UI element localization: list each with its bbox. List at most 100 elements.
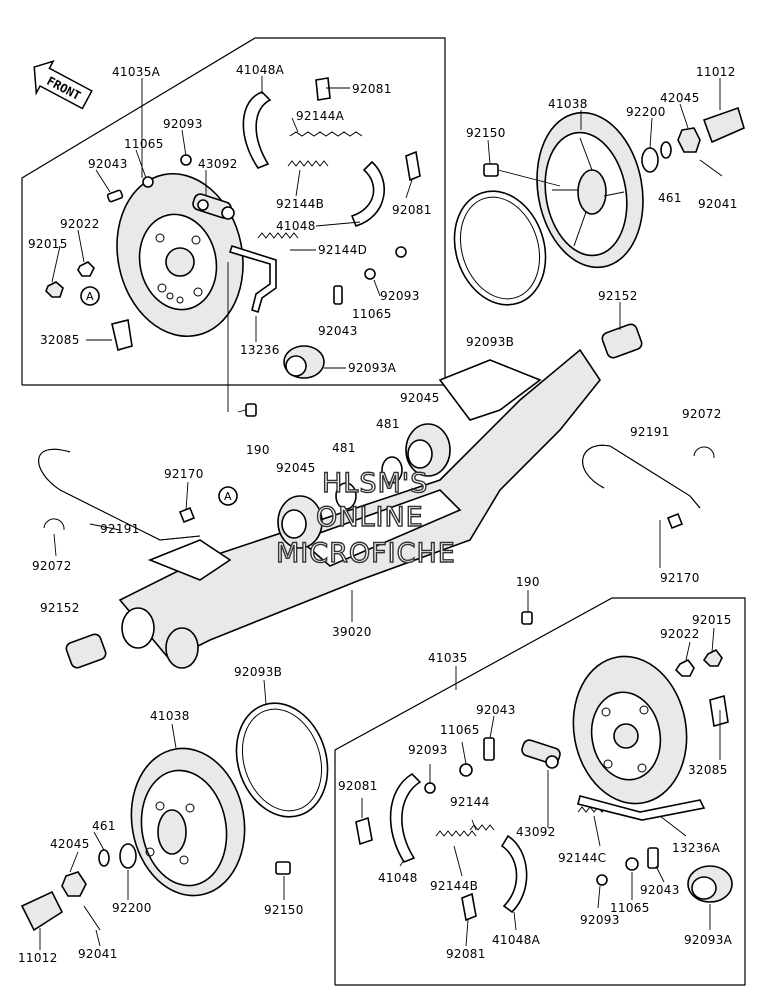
cup-92093-mid xyxy=(395,246,407,258)
label-92043-top: 92043 xyxy=(88,157,128,171)
label-92191-right: 92191 xyxy=(630,425,670,439)
spring-92144D xyxy=(257,232,299,239)
cap-11012-bottom xyxy=(20,890,64,932)
assembly-box-41035A xyxy=(21,37,446,386)
label-92022-top: 92022 xyxy=(60,217,100,231)
label-92200-top: 92200 xyxy=(626,105,666,119)
label-92150-bottom: 92150 xyxy=(264,903,304,917)
label-92081-top1: 92081 xyxy=(352,82,392,96)
nut-42045-bottom xyxy=(61,871,87,897)
washer-92200-bottom xyxy=(119,843,137,869)
nut-92015-top xyxy=(45,281,64,298)
washer-11065-bot2 xyxy=(625,857,639,871)
label-190-top: 190 xyxy=(246,443,270,457)
label-92022-bottom: 92022 xyxy=(660,627,700,641)
label-92043-bot2: 92043 xyxy=(640,883,680,897)
brake-drum-41038-top xyxy=(536,111,644,269)
wheel-cylinder-bottom xyxy=(521,739,561,769)
label-92144D: 92144D xyxy=(318,243,367,257)
label-41038-bottom: 41038 xyxy=(150,709,190,723)
label-42045-top: 42045 xyxy=(660,91,700,105)
label-41048-bottom: 41048 xyxy=(378,871,418,885)
backing-plate-bottom xyxy=(572,655,688,805)
label-92152-left: 92152 xyxy=(40,601,80,615)
bolt-190-bottom xyxy=(521,611,533,625)
pin-92043-mid xyxy=(333,285,343,305)
bushing-92152-right xyxy=(601,323,643,359)
seal-92093A-bottom xyxy=(687,865,733,903)
label-92041-top: 92041 xyxy=(698,197,738,211)
nut-92015-bottom xyxy=(702,648,723,667)
callout-a-top-letter: A xyxy=(86,290,94,303)
label-41048-top: 41048 xyxy=(276,219,316,233)
washer-92200-top xyxy=(641,147,659,173)
label-92045-right: 92045 xyxy=(400,391,440,405)
bolt-190-top xyxy=(245,403,257,417)
nut-42045-top xyxy=(677,127,701,153)
washer-11065-mid xyxy=(364,268,376,280)
callout-a-mid: A xyxy=(218,486,238,506)
axle-housing-39020 xyxy=(118,348,601,669)
seal-481-left xyxy=(335,482,357,510)
label-92081-bot2: 92081 xyxy=(446,947,486,961)
cup-92093-bot1 xyxy=(424,782,436,794)
clip-92081-top2 xyxy=(405,150,421,182)
pin-92043-bot2 xyxy=(647,847,659,869)
watermark-line2: ONLINE xyxy=(316,502,424,533)
spring-92144B-top xyxy=(287,160,329,167)
pin-92041-top xyxy=(699,159,723,177)
washer-461-top xyxy=(660,141,672,159)
label-41048A-bottom: 41048A xyxy=(492,933,541,947)
bolt-92150-bottom xyxy=(275,861,291,875)
label-92093B-bottom: 92093B xyxy=(234,665,282,679)
cup-92093-top xyxy=(180,154,192,166)
spring-92144B-bottom xyxy=(435,830,477,837)
brake-shoe-41048-top xyxy=(350,160,386,227)
callout-a-top: A xyxy=(80,286,100,306)
label-92041-bottom: 92041 xyxy=(78,947,118,961)
wheel-cylinder-top xyxy=(192,193,235,220)
brake-shoe-41048A-top xyxy=(242,91,272,169)
label-39020: 39020 xyxy=(332,625,372,639)
washer-11065-top xyxy=(142,176,154,188)
brake-drum-41038-bottom xyxy=(130,747,246,897)
label-11065-top: 11065 xyxy=(124,137,164,151)
label-13236: 13236 xyxy=(240,343,280,357)
label-11065-mid: 11065 xyxy=(352,307,392,321)
label-92093-bot1: 92093 xyxy=(408,743,448,757)
clamp-92072-left xyxy=(43,518,65,531)
front-arrow-icon: FRONT xyxy=(33,60,93,110)
clip-92081-bot1 xyxy=(355,816,373,846)
nut-92022-top xyxy=(77,261,95,277)
seal-92093B-bottom xyxy=(235,702,329,818)
label-13236A: 13236A xyxy=(672,841,721,855)
label-92200-bottom: 92200 xyxy=(112,901,152,915)
clip-92081-top1 xyxy=(315,77,331,101)
spring-92144 xyxy=(469,824,495,831)
lever-13236 xyxy=(228,244,277,314)
assembly-box-41035 xyxy=(334,597,746,986)
part-labels: 41035A 41048A 92081 92093 11065 92144A 9… xyxy=(18,63,738,965)
label-92152-right: 92152 xyxy=(598,289,638,303)
label-481-right: 481 xyxy=(376,417,400,431)
brake-shoe-41048A-bottom xyxy=(500,834,528,914)
label-92144C: 92144C xyxy=(558,851,606,865)
washer-461-bottom xyxy=(98,849,110,867)
label-41035A: 41035A xyxy=(112,65,161,79)
label-92144: 92144 xyxy=(450,795,490,809)
lever-13236A xyxy=(577,795,706,821)
label-32085-bottom: 32085 xyxy=(688,763,728,777)
watermark-line1: HLSM'S xyxy=(322,468,428,499)
label-92081-bot1: 92081 xyxy=(338,779,378,793)
label-11065-bot1: 11065 xyxy=(440,723,480,737)
label-92144A: 92144A xyxy=(296,109,345,123)
brake-shoe-41048-bottom xyxy=(389,772,422,863)
label-41038-top: 41038 xyxy=(548,97,588,111)
label-92144B-top: 92144B xyxy=(276,197,324,211)
label-92150-top: 92150 xyxy=(466,126,506,140)
label-41048A-top: 41048A xyxy=(236,63,285,77)
clamp-92170-left xyxy=(178,506,196,524)
clip-32085-bottom xyxy=(709,694,729,728)
hose-92191-right xyxy=(582,444,701,509)
